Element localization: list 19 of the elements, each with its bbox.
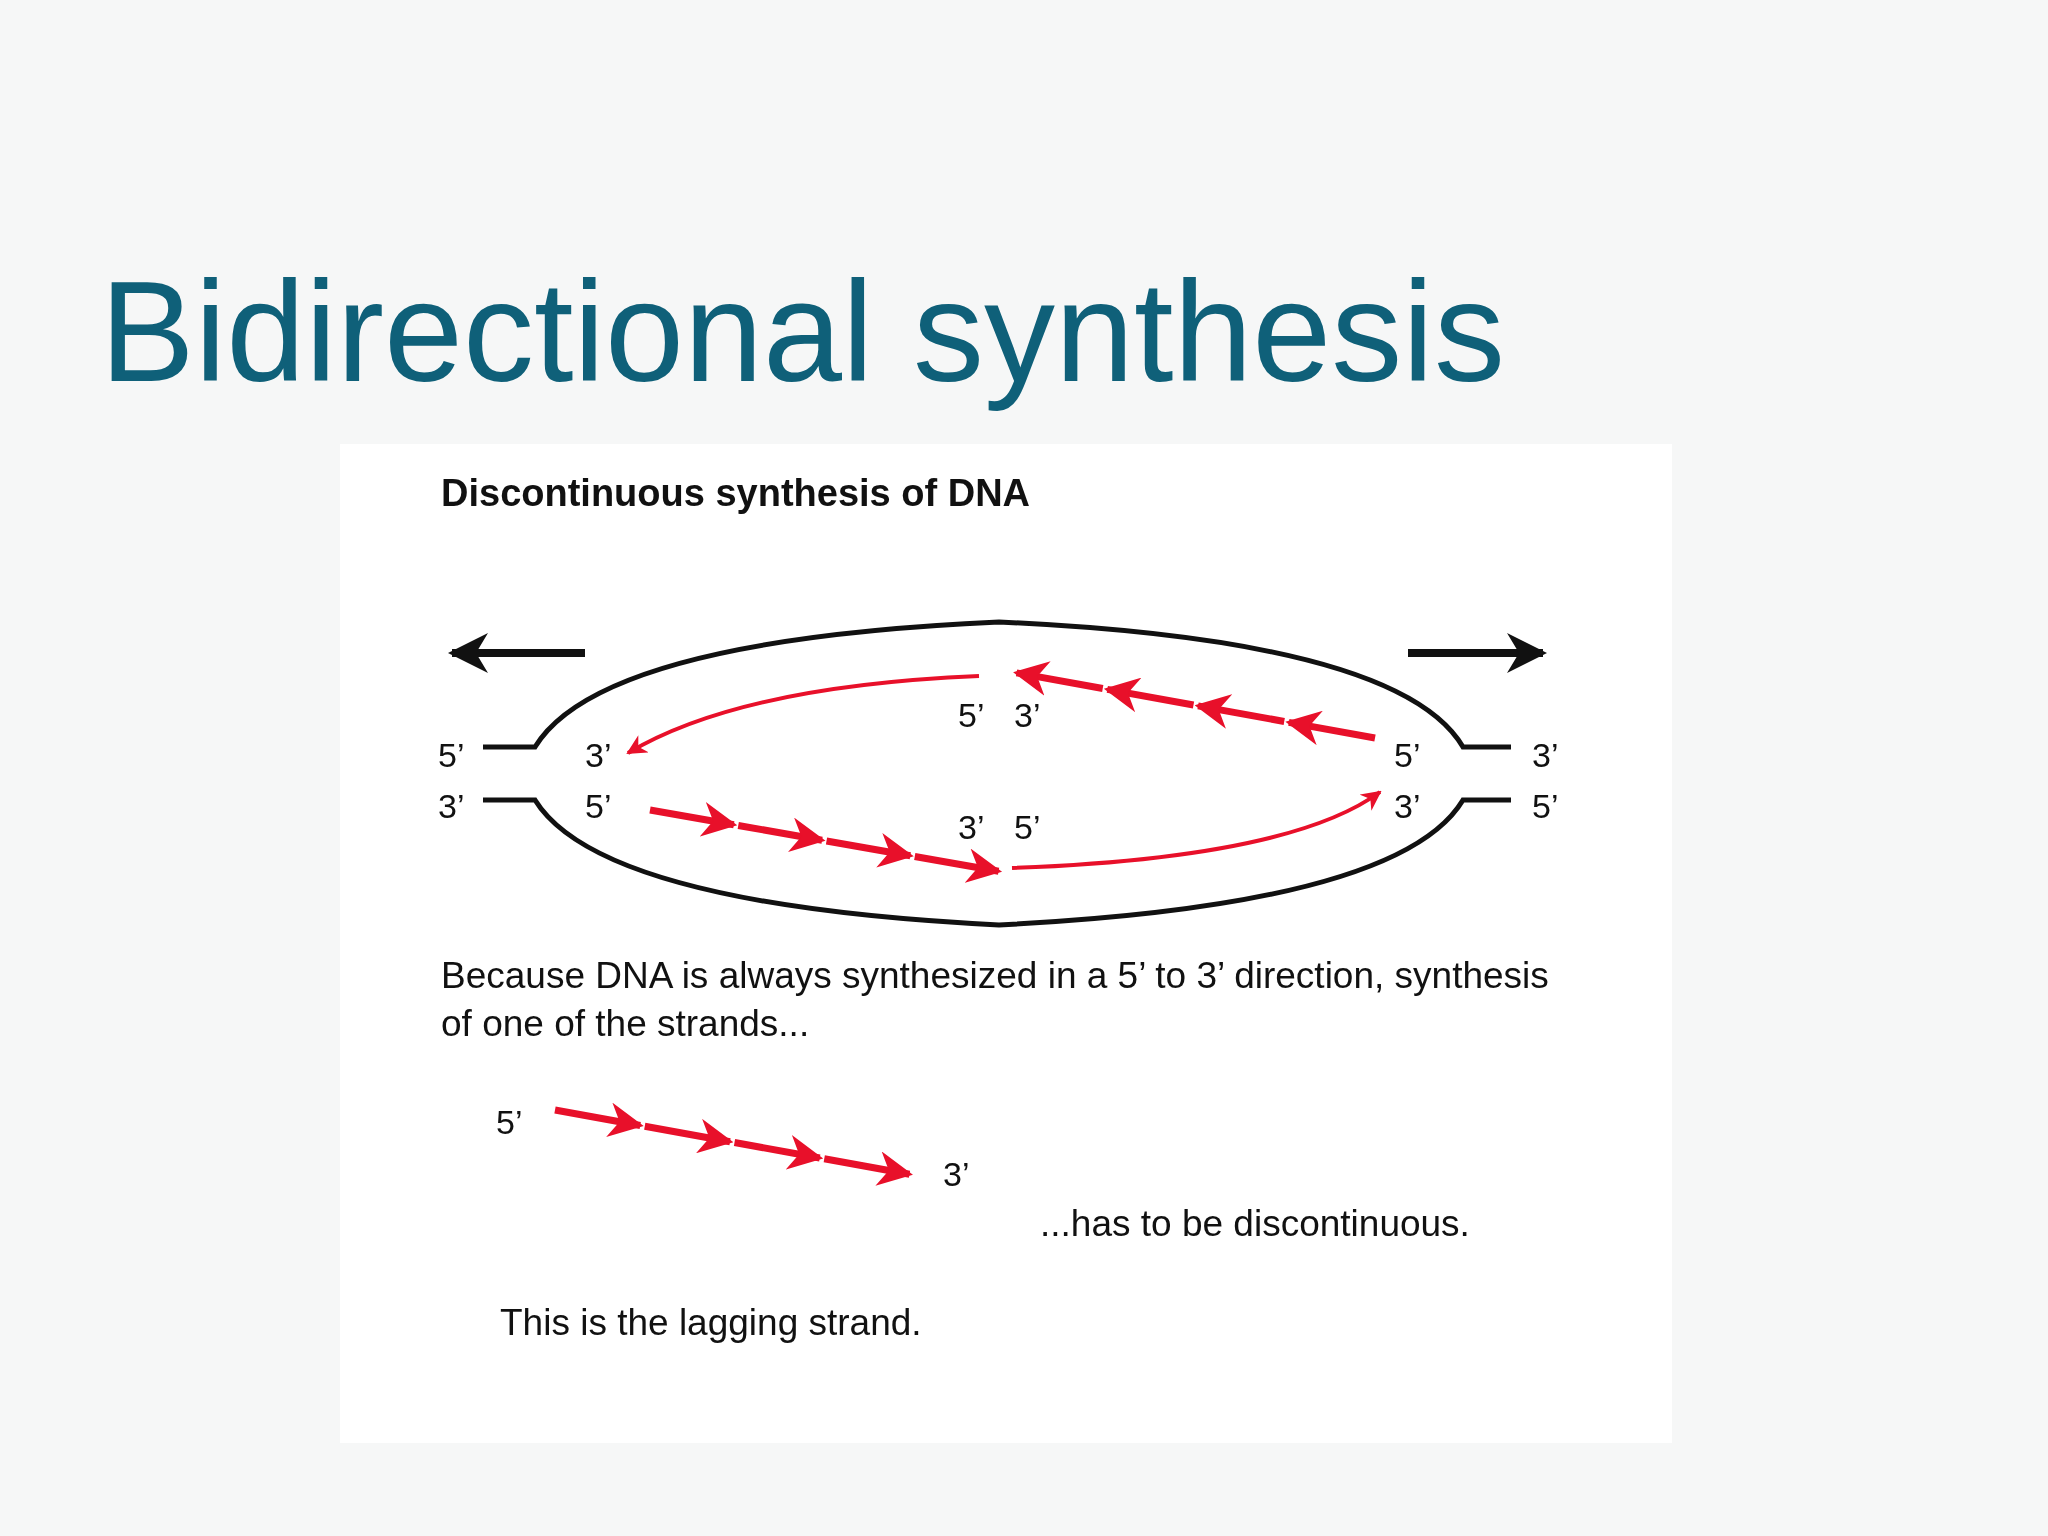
strand-end-label: 5’ — [1014, 808, 1041, 847]
strand-end-label: 5’ — [438, 736, 465, 775]
explanation-text: Because DNA is always synthesized in a 5’ to 3’ direction, synthesis of one of the strands... — [441, 954, 1550, 1047]
strand-end-label: 3’ — [438, 787, 465, 826]
explanation-text: This is the lagging strand. — [500, 1302, 922, 1344]
explanation-text: ...has to be discontinuous. — [1040, 1203, 1470, 1245]
strand-end-label: 5’ — [1532, 787, 1559, 826]
diagram-heading: Discontinuous synthesis of DNA — [441, 472, 1031, 515]
slide-title: Bidirectional synthesis — [100, 251, 1505, 413]
strand-end-label: 5’ — [496, 1103, 523, 1142]
strand-end-label: 3’ — [1014, 696, 1041, 735]
strand-end-label: 3’ — [958, 808, 985, 847]
strand-end-label: 5’ — [585, 787, 612, 826]
strand-end-label: 5’ — [958, 696, 985, 735]
strand-end-label: 3’ — [1394, 787, 1421, 826]
strand-end-label: 5’ — [1394, 736, 1421, 775]
strand-end-label: 3’ — [585, 736, 612, 775]
strand-end-label: 3’ — [943, 1155, 970, 1194]
strand-end-label: 3’ — [1532, 736, 1559, 775]
